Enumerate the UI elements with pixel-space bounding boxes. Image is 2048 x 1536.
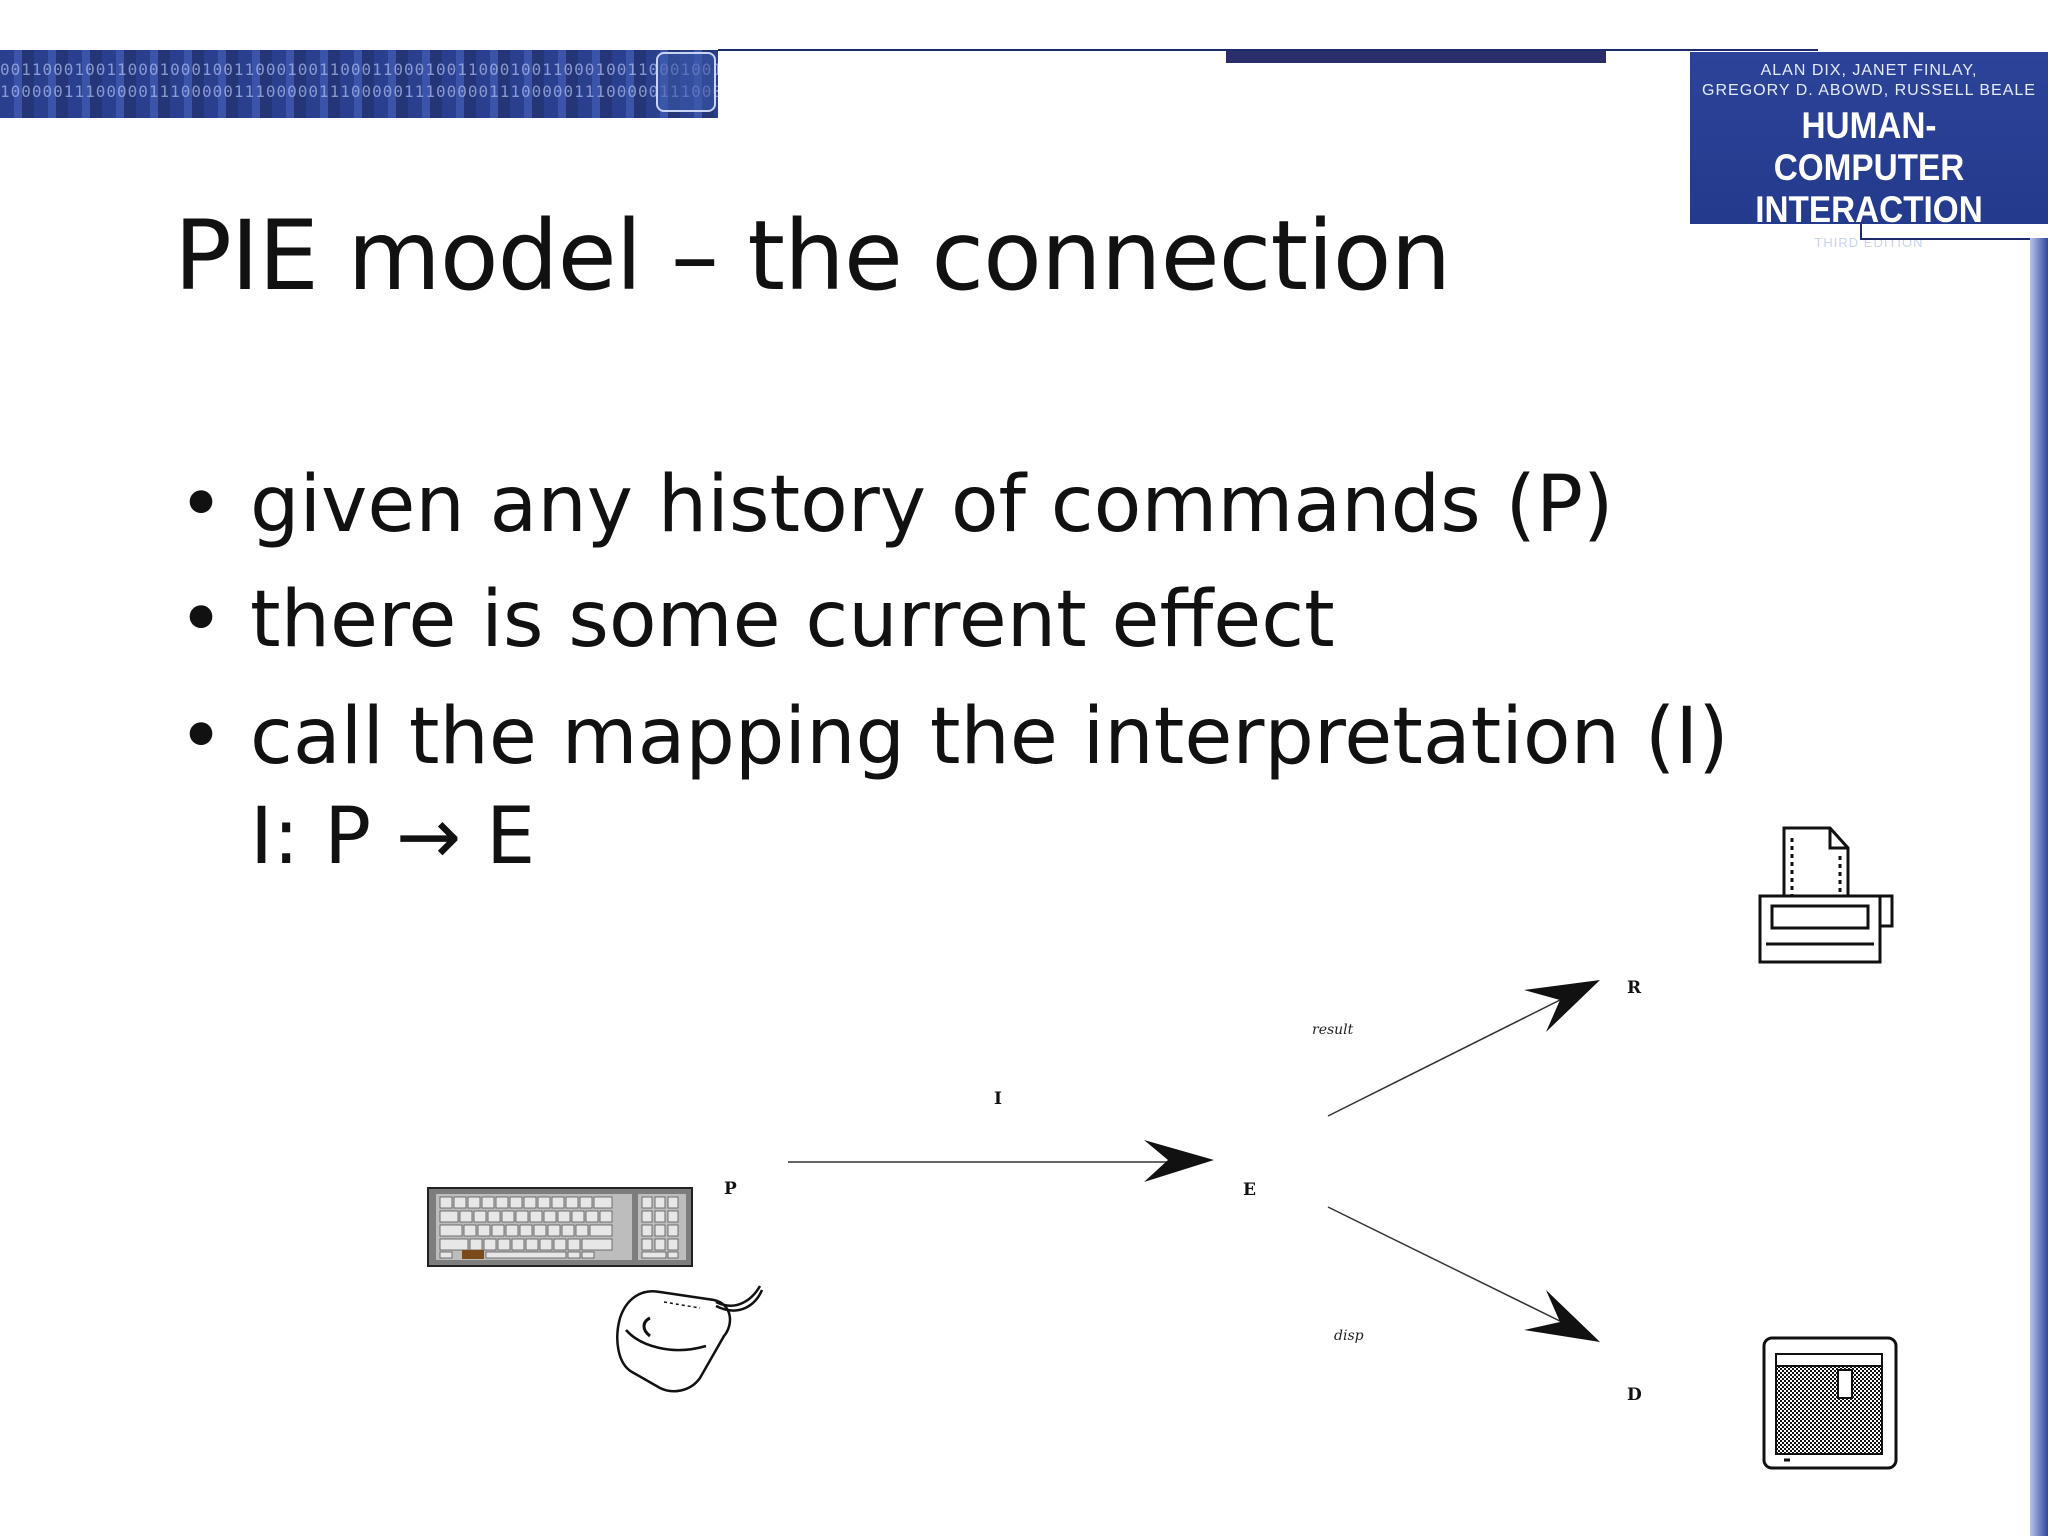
bullet-dot: •	[178, 460, 225, 550]
header-bar	[1226, 51, 1606, 63]
label-p: P	[724, 1179, 737, 1199]
slide-title: PIE model – the connection	[174, 200, 1451, 312]
bullet-item: call the mapping the interpretation (I)	[250, 692, 1729, 782]
label-d: D	[1627, 1385, 1642, 1405]
frame-rule	[1862, 238, 2030, 240]
header-banner: 0011000100110001000100110001001100011000…	[0, 50, 718, 118]
side-bar	[2030, 238, 2048, 1536]
binary-pattern: 0011000100110001000100110001001100011000…	[0, 60, 718, 79]
keyboard-icon	[427, 1187, 693, 1267]
book-cover-logo: ALAN DIX, JANET FINLAY, GREGORY D. ABOWD…	[1690, 52, 2048, 250]
book-title-line: INTERACTION	[1755, 189, 1983, 230]
book-authors-line: ALAN DIX, JANET FINLAY,	[1760, 62, 1978, 79]
label-disp: disp	[1334, 1328, 1364, 1344]
book-authors: ALAN DIX, JANET FINLAY, GREGORY D. ABOWD…	[1690, 61, 2048, 101]
monitor-icon	[1762, 1336, 1898, 1470]
arrow-e-to-d	[1327, 1206, 1600, 1342]
book-authors-line: GREGORY D. ABOWD, RUSSELL BEALE	[1702, 82, 2036, 99]
book-title-line: HUMAN-COMPUTER	[1773, 105, 1965, 188]
bullet-item: there is some current effect	[250, 575, 1335, 665]
printer-icon	[1758, 826, 1894, 964]
binary-pattern: 1000001110000011100000111000001110000011…	[0, 82, 718, 101]
arrow-e-to-r	[1327, 980, 1600, 1117]
label-r: R	[1627, 978, 1642, 998]
bullet-dot: •	[178, 575, 225, 665]
label-e: E	[1243, 1180, 1256, 1200]
chip-icon	[656, 52, 716, 112]
bullet-item: given any history of commands (P)	[250, 460, 1614, 550]
mouse-icon	[616, 1285, 764, 1393]
label-i: I	[994, 1089, 1002, 1109]
formula: I: P → E	[250, 792, 536, 882]
bullet-dot: •	[178, 692, 225, 782]
arrow-p-to-e	[788, 1140, 1214, 1182]
book-title: HUMAN-COMPUTER INTERACTION	[1708, 105, 2030, 231]
header-rule	[718, 49, 1818, 51]
frame-rule	[1860, 224, 1862, 240]
label-result: result	[1312, 1022, 1354, 1038]
